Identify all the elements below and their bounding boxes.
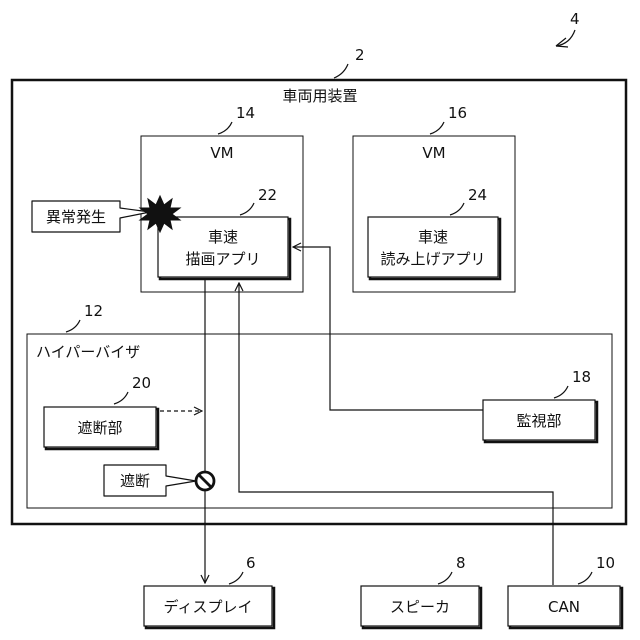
leader-monitor bbox=[554, 386, 568, 398]
can-label: CAN bbox=[548, 598, 580, 616]
app2-label-line2: 読み上げアプリ bbox=[380, 250, 485, 268]
anomaly-callout: 異常発生 bbox=[32, 201, 150, 232]
prohibited-icon bbox=[196, 472, 214, 490]
hypervisor-label: ハイパーバイザ bbox=[36, 343, 140, 361]
app2-label-line1: 車速 bbox=[418, 228, 448, 246]
ref-hypervisor: 12 bbox=[84, 302, 103, 320]
blocker-label: 遮断部 bbox=[77, 419, 122, 437]
ref-app1: 22 bbox=[258, 186, 277, 204]
blocked-callout-text: 遮断 bbox=[120, 472, 150, 490]
speed-reading-app-box bbox=[368, 217, 498, 277]
ref-vm2: 16 bbox=[448, 104, 467, 122]
vehicle-device-box bbox=[12, 80, 626, 524]
leader-vm2 bbox=[430, 122, 444, 134]
app1-label-line2: 描画アプリ bbox=[185, 250, 260, 268]
speed-drawing-app-box bbox=[158, 217, 288, 277]
ref-app2: 24 bbox=[468, 186, 487, 204]
ref-vm1: 14 bbox=[236, 104, 255, 122]
leader-blocker bbox=[114, 392, 128, 404]
vm-label-left: VM bbox=[210, 144, 233, 162]
leader-app2 bbox=[450, 203, 464, 215]
leader-hypervisor bbox=[66, 320, 80, 332]
leader-display bbox=[229, 572, 243, 584]
ref-monitor: 18 bbox=[572, 368, 591, 386]
leader-speaker bbox=[438, 572, 452, 584]
vehicle-device-label: 車両用装置 bbox=[282, 87, 357, 105]
ref-display: 6 bbox=[246, 554, 256, 572]
speaker-label: スピーカ bbox=[390, 598, 450, 616]
ref-blocker: 20 bbox=[132, 374, 151, 392]
blocked-callout: 遮断 bbox=[104, 465, 196, 496]
monitor-label: 監視部 bbox=[516, 412, 561, 430]
anomaly-callout-text: 異常発生 bbox=[46, 208, 106, 226]
leader-vm1 bbox=[218, 122, 232, 134]
ref-can: 10 bbox=[596, 554, 615, 572]
app1-label-line1: 車速 bbox=[208, 228, 238, 246]
ref-device: 2 bbox=[355, 46, 365, 64]
ref-speaker: 8 bbox=[456, 554, 466, 572]
ref-system: 4 bbox=[570, 10, 580, 28]
leader-can bbox=[578, 572, 592, 584]
leader-device bbox=[334, 64, 348, 78]
leader-app1 bbox=[240, 203, 254, 215]
display-label: ディスプレイ bbox=[164, 598, 253, 616]
vm-label-right: VM bbox=[422, 144, 445, 162]
